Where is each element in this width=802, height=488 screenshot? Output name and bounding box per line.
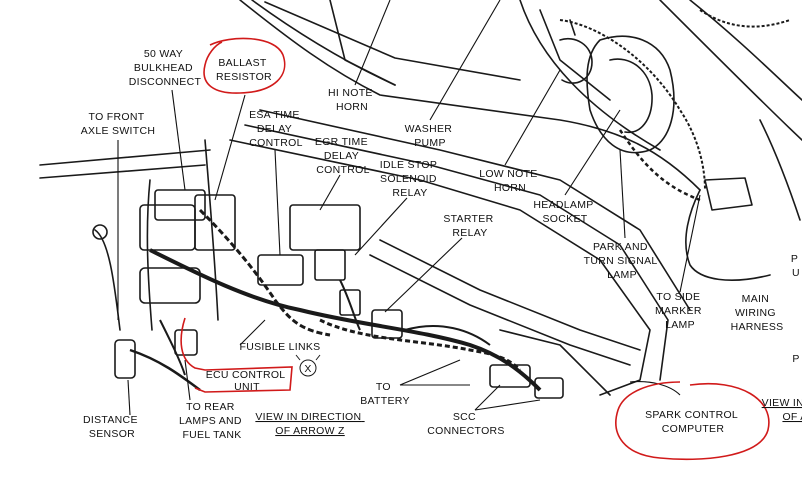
rear-lamps-label: TO REAR LAMPS AND FUEL TANK bbox=[179, 401, 245, 441]
spark-highlight bbox=[615, 381, 770, 461]
bulkhead-label: 50 WAY BULKHEAD DISCONNECT bbox=[129, 48, 202, 88]
fender-structure bbox=[39, 0, 802, 396]
front-axle-label: TO FRONT AXLE SWITCH bbox=[81, 111, 155, 137]
scc-connectors-label: SCC CONNECTORS bbox=[427, 411, 504, 437]
ballast-label: BALLAST RESISTOR bbox=[216, 57, 272, 83]
ecu-label: ECU CONTROL UNIT bbox=[206, 369, 289, 393]
components bbox=[92, 189, 564, 399]
red-highlights bbox=[180, 37, 770, 461]
right-view-label: VIEW IN D OF A bbox=[762, 397, 802, 423]
right-cut-label-1: P U bbox=[791, 253, 801, 279]
hi-note-horn-label: HI NOTE HORN bbox=[328, 87, 376, 113]
spark-control-label: SPARK CONTROL COMPUTER bbox=[645, 409, 741, 435]
leader-lines bbox=[117, 0, 701, 416]
view-marker: X bbox=[295, 354, 321, 377]
low-note-horn-label: LOW NOTE HORN bbox=[479, 168, 541, 194]
right-cut-label-2: P bbox=[792, 353, 799, 365]
headlamp-socket-label: HEADLAMP SOCKET bbox=[533, 199, 596, 225]
view-direction-label: VIEW IN DIRECTION OF ARROW Z bbox=[255, 411, 364, 437]
esa-time-label: ESA TIME DELAY CONTROL bbox=[249, 109, 303, 149]
starter-relay-label: STARTER RELAY bbox=[443, 213, 496, 239]
egr-time-label: EGR TIME DELAY CONTROL bbox=[315, 136, 371, 176]
arrow-marker-label: X bbox=[304, 363, 311, 375]
wire-harness bbox=[129, 9, 791, 392]
ballast-highlight bbox=[203, 37, 286, 94]
side-marker-label: TO SIDE MARKER LAMP bbox=[655, 291, 705, 331]
ecu-highlight bbox=[180, 317, 293, 393]
idle-stop-label: IDLE STOP SOLENOID RELAY bbox=[380, 159, 440, 199]
washer-pump-label: WASHER PUMP bbox=[405, 123, 456, 149]
fusible-links-label: FUSIBLE LINKS bbox=[240, 341, 321, 353]
battery-label: TO BATTERY bbox=[360, 381, 410, 407]
park-turn-label: PARK AND TURN SIGNAL LAMP bbox=[584, 241, 661, 281]
main-wiring-label: MAIN WIRING HARNESS bbox=[731, 293, 784, 333]
distance-sensor-label: DISTANCE SENSOR bbox=[83, 414, 141, 440]
labels: 50 WAY BULKHEAD DISCONNECT BALLAST RESIS… bbox=[81, 48, 802, 441]
